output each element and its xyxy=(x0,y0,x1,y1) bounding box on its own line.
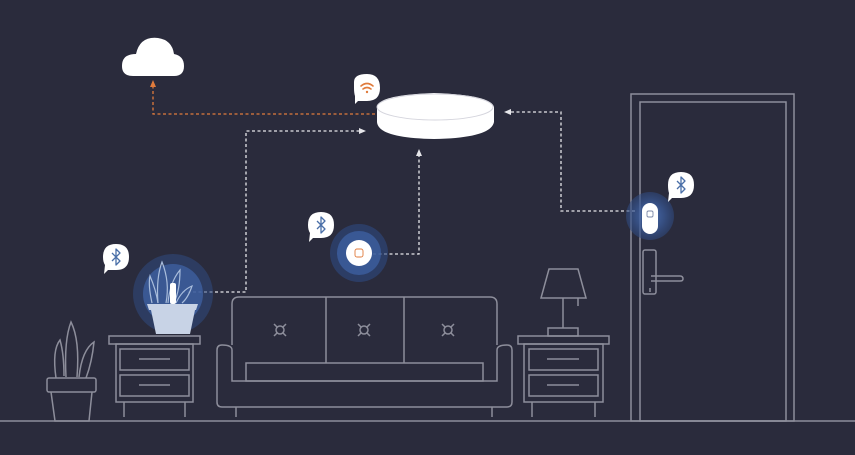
bluetooth-icon xyxy=(111,248,121,266)
bluetooth-bubble-button xyxy=(308,212,334,242)
bluetooth-icon xyxy=(676,176,686,194)
right-nightstand xyxy=(517,335,610,417)
wifi-bubble xyxy=(354,74,380,104)
bluetooth-link-plant xyxy=(182,128,366,293)
wifi-icon xyxy=(360,82,374,94)
door-sensor-icon xyxy=(646,210,654,218)
ceiling-light-gateway xyxy=(376,93,494,139)
door xyxy=(630,93,795,422)
plant-sensor-icon xyxy=(170,283,176,304)
plant-with-sensor xyxy=(133,254,213,334)
left-nightstand xyxy=(108,335,201,417)
table-lamp xyxy=(540,268,587,337)
wireless-button xyxy=(330,224,388,282)
bluetooth-icon xyxy=(316,216,326,234)
bluetooth-bubble-door xyxy=(668,172,694,202)
wifi-link xyxy=(150,80,375,115)
bluetooth-bubble-plant xyxy=(103,244,129,274)
bluetooth-link-button xyxy=(373,149,422,255)
bluetooth-link-door xyxy=(504,109,635,212)
sofa xyxy=(216,296,513,417)
cloud-icon xyxy=(122,37,184,76)
wireless-button-icon xyxy=(354,248,364,258)
floor-plant xyxy=(46,320,97,422)
door-sensor xyxy=(626,192,674,240)
